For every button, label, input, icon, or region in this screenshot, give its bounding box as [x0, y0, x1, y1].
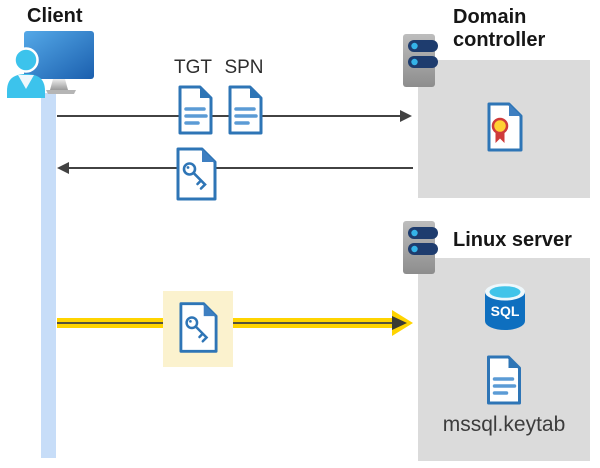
- keytab-document-icon: [487, 355, 521, 405]
- linux-server-label: Linux server: [453, 229, 572, 251]
- server-icon: [403, 34, 438, 87]
- client-workstation-icon: [7, 31, 94, 98]
- tgt-label: TGT: [174, 57, 212, 78]
- sql-database-icon: SQL: [485, 283, 525, 330]
- certificate-icon: [487, 102, 523, 152]
- tgt-document-icon: [178, 85, 213, 135]
- server-icon: [403, 221, 438, 274]
- arrow-ticket-response-head: [57, 161, 69, 174]
- key-ticket-icon: [179, 302, 218, 353]
- domain-controller-label: Domain controller: [453, 6, 546, 51]
- spn-document-icon: [228, 85, 263, 135]
- key-ticket-icon: [176, 147, 217, 201]
- arrow-auth-head: [392, 310, 413, 336]
- arrow-ticket-request-head: [400, 109, 412, 122]
- client-timeline-bar: [41, 93, 56, 458]
- arrow-ticket-response-line: [68, 167, 413, 169]
- keytab-filename-label: mssql.keytab: [442, 413, 566, 436]
- client-label: Client: [27, 5, 83, 27]
- spn-label: SPN: [224, 57, 264, 78]
- sql-label: SQL: [491, 303, 520, 319]
